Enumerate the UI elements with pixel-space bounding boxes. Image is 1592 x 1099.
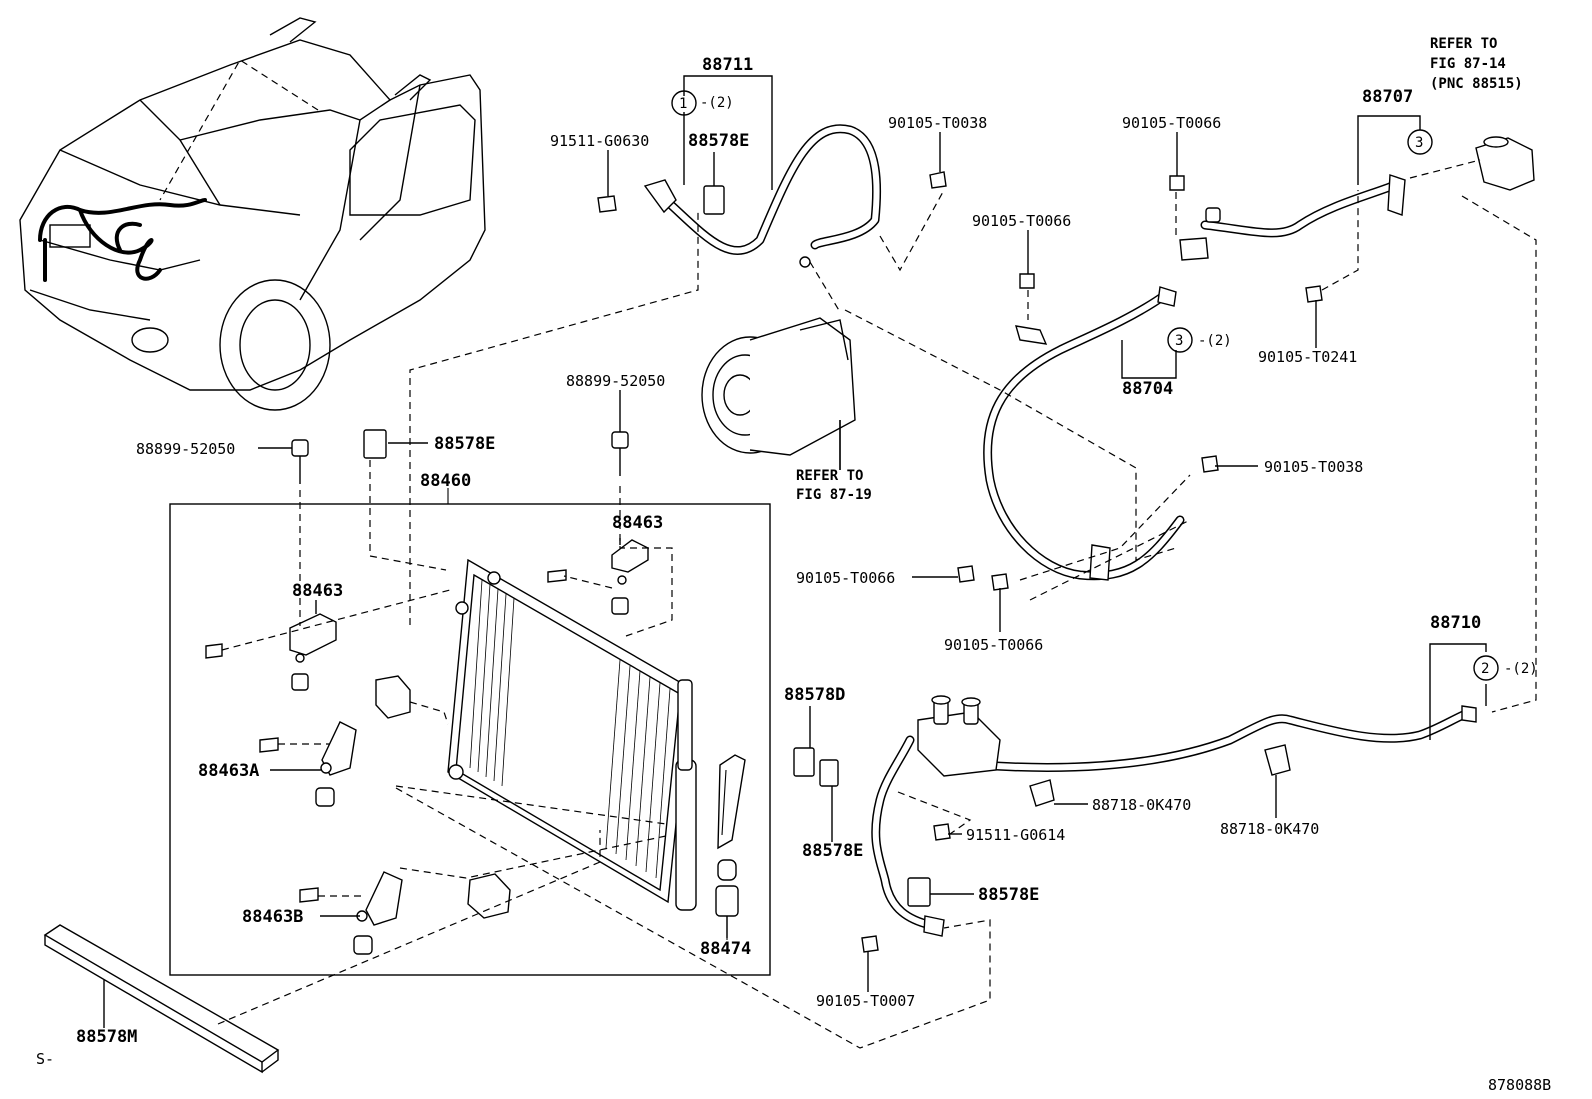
label-88474: 88474 bbox=[700, 939, 751, 959]
hose-88704 bbox=[983, 286, 1185, 581]
label-90105-t0066-b: 90105-T0066 bbox=[972, 212, 1071, 230]
label-88463-left: 88463 bbox=[292, 581, 343, 601]
hose-88711 bbox=[643, 124, 882, 268]
label-88578e-lower: 88578E bbox=[802, 841, 863, 861]
refer-expansion-line1: REFER TO bbox=[1430, 36, 1497, 52]
callout-3-mid: 3 -(2) bbox=[1167, 327, 1232, 353]
bracket-b bbox=[299, 871, 511, 955]
clamp-88718-b bbox=[1264, 744, 1291, 776]
label-88718-0k470-b: 88718-0K470 bbox=[1220, 820, 1319, 838]
bolt-88899-left bbox=[291, 439, 309, 484]
label-91511-g0630: 91511-G0630 bbox=[550, 132, 649, 150]
figure-id: 878088B bbox=[1488, 1076, 1551, 1094]
bracket-a bbox=[259, 675, 411, 807]
label-88578e-left: 88578E bbox=[434, 434, 495, 454]
callout-1: 1 -(2) bbox=[671, 90, 734, 116]
callout-3-top: 3 bbox=[1407, 129, 1433, 155]
label-88578e-bottom: 88578E bbox=[978, 885, 1039, 905]
pipe-88710 bbox=[975, 705, 1477, 772]
label-88711: 88711 bbox=[702, 55, 753, 75]
label-88578m: 88578M bbox=[76, 1027, 137, 1047]
left-bracket bbox=[205, 613, 337, 691]
callout-1-number: 1 bbox=[679, 96, 687, 112]
label-90105-t0066-a: 90105-T0066 bbox=[1122, 114, 1221, 132]
label-88710: 88710 bbox=[1430, 613, 1481, 633]
leader-lines bbox=[103, 75, 1487, 1028]
clamp-88718-a bbox=[1029, 779, 1055, 807]
receiver-dryer bbox=[715, 754, 746, 940]
label-88463b: 88463B bbox=[242, 907, 303, 927]
refer-compressor-line2: FIG 87-19 bbox=[796, 487, 872, 503]
service-valve-block bbox=[917, 695, 1001, 777]
label-88899-52050-mid: 88899-52050 bbox=[566, 372, 665, 390]
part-labels: 88711 91511-G0630 88578E 90105-T0038 901… bbox=[76, 55, 1481, 1047]
label-90105-t0007: 90105-T0007 bbox=[816, 992, 915, 1010]
label-88718-0k470-a: 88718-0K470 bbox=[1092, 796, 1191, 814]
pipe-lower-liquid bbox=[871, 735, 945, 937]
label-88578e-top: 88578E bbox=[688, 131, 749, 151]
refer-note-expansion-valve: REFER TO FIG 87-14 (PNC 88515) bbox=[1430, 36, 1523, 92]
callout-2-number: 2 bbox=[1481, 661, 1489, 677]
label-88899-52050-left: 88899-52050 bbox=[136, 440, 235, 458]
sheet-mark: S- bbox=[36, 1050, 54, 1068]
condenser-kit-frame bbox=[169, 503, 771, 976]
pipe-88707 bbox=[1179, 174, 1406, 261]
label-88704: 88704 bbox=[1122, 379, 1173, 399]
callout-3-mid-qty: -(2) bbox=[1198, 333, 1232, 349]
callout-1-qty: -(2) bbox=[700, 95, 734, 111]
compressor bbox=[701, 317, 856, 470]
label-90105-t0066-c: 90105-T0066 bbox=[796, 569, 895, 587]
vehicle-illustration bbox=[19, 17, 486, 411]
bolts-small bbox=[597, 171, 1323, 953]
expansion-valve bbox=[1475, 136, 1535, 191]
label-88463-top: 88463 bbox=[612, 513, 663, 533]
bolt-88899-mid bbox=[611, 431, 629, 476]
callout-2: 2 -(2) bbox=[1473, 655, 1538, 681]
refer-compressor-line1: REFER TO bbox=[796, 468, 863, 484]
refer-note-compressor: REFER TO FIG 87-19 bbox=[796, 468, 872, 503]
refer-expansion-line2: FIG 87-14 bbox=[1430, 56, 1506, 72]
label-88463a: 88463A bbox=[198, 761, 259, 781]
label-90105-t0038-top: 90105-T0038 bbox=[888, 114, 987, 132]
seal-bar-88578m bbox=[43, 924, 280, 1074]
label-88578d: 88578D bbox=[784, 685, 845, 705]
cushion-88578e-left bbox=[363, 429, 387, 459]
upper-bracket bbox=[547, 539, 649, 615]
callout-3-top-number: 3 bbox=[1415, 135, 1423, 151]
condenser-core bbox=[447, 558, 697, 911]
label-88460: 88460 bbox=[420, 471, 471, 491]
callout-2-qty: -(2) bbox=[1504, 661, 1538, 677]
label-90105-t0241: 90105-T0241 bbox=[1258, 348, 1357, 366]
assembly-dashed-lines bbox=[159, 59, 1537, 1049]
label-88707: 88707 bbox=[1362, 87, 1413, 107]
label-91511-g0614: 91511-G0614 bbox=[966, 826, 1065, 844]
refer-expansion-line3: (PNC 88515) bbox=[1430, 76, 1523, 92]
label-90105-t0038-right: 90105-T0038 bbox=[1264, 458, 1363, 476]
label-90105-t0066-d: 90105-T0066 bbox=[944, 636, 1043, 654]
callout-3-mid-number: 3 bbox=[1175, 333, 1183, 349]
cushions-small bbox=[703, 185, 931, 907]
